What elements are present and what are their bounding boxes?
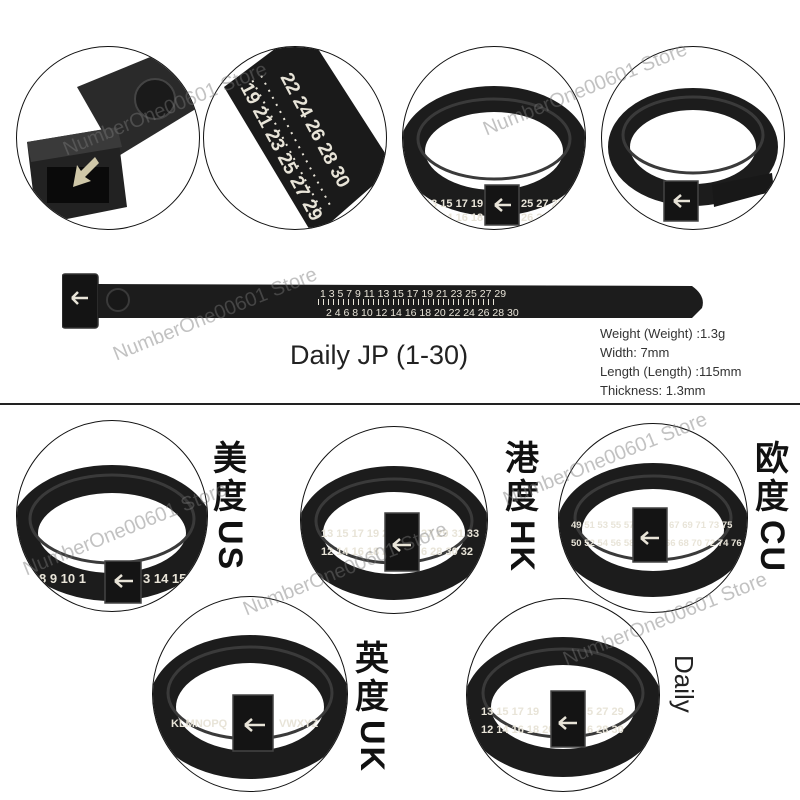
daily-ring-bottom-scale: 12 14 16 18 20: [481, 724, 554, 736]
photo-ring-jp: 13 15 17 19 12 14 16 18 20 25 27 29 26 2…: [402, 46, 586, 230]
photo-ring-hk: 13 15 17 19 2 12 14 16 18 20 27 29 31 33…: [300, 426, 488, 614]
photo-scale-closeup: 19 21 23 25 27 29 22 24 26 28 30: [203, 46, 387, 230]
ring-uk-image: KLMNOPQ VWXYZ: [153, 635, 347, 779]
cu-ring-bottom-scale: 50 52 54 56 58 60: [571, 538, 648, 549]
hk-ring-bottom-scale: 12 14 16 18 20: [321, 546, 394, 558]
scale-closeup-image: 19 21 23 25 27 29 22 24 26 28 30: [224, 47, 386, 229]
photo-ring-uk: KLMNOPQ VWXYZ: [152, 596, 348, 792]
strip-buckle: [61, 273, 99, 329]
hk-ring-top-scale: 13 15 17 19 2: [321, 528, 388, 540]
label-hk: 港度 HK: [500, 440, 544, 573]
label-cu: 欧度 CU: [750, 440, 794, 573]
label-us-cn: 美度: [213, 440, 247, 516]
label-us: 美度 US: [208, 440, 252, 571]
hk-ring-top-right-scale: 27 29 31 33: [421, 528, 479, 540]
jp-ring-top-scale: 13 15 17 19: [425, 198, 483, 210]
cu-ring-bottom-right-scale: 66 68 70 72 74 76: [665, 538, 742, 549]
us-ring-right-scale: 3 14 15 16: [143, 571, 204, 586]
ring-sizer-strip: 1 3 5 7 9 11 13 15 17 19 21 23 25 27 29 …: [61, 272, 706, 332]
ring-us-image: 8 9 10 1 3 14 15 16: [17, 465, 207, 604]
arrow-icon: [640, 531, 659, 545]
spec-list: Weight (Weight) :1.3g Width: 7mm Length …: [600, 324, 741, 400]
photo-ring-us: 8 9 10 1 3 14 15 16: [16, 420, 208, 612]
label-cu-cn: 欧度: [755, 440, 789, 516]
ring-cu-image: 49 51 53 55 57 59 50 52 54 56 58 60 67 6…: [559, 463, 747, 597]
strip-rivet: [106, 288, 130, 312]
label-us-en: US: [211, 520, 249, 572]
spec-weight: Weight (Weight) :1.3g: [600, 326, 726, 341]
us-ring-left-scale: 8 9 10 1: [39, 571, 86, 586]
arrow-icon: [673, 194, 690, 208]
arrow-icon: [392, 538, 411, 552]
spec-length: Length (Length) :115mm: [600, 364, 742, 379]
strip-odd-scale: 1 3 5 7 9 11 13 15 17 19 21 23 25 27 29: [320, 288, 506, 300]
label-hk-en: HK: [503, 520, 541, 574]
cu-ring-top-scale: 49 51 53 55 57 59: [571, 520, 648, 531]
arrow-icon: [494, 198, 511, 212]
arrow-icon: [71, 291, 88, 305]
uk-ring-left-scale: KLMNOPQ: [171, 718, 228, 730]
strip-even-scale: 2 4 6 8 10 12 14 16 18 20 22 24 26 28 30: [326, 307, 519, 319]
uk-ring-right-scale: VWXYZ: [279, 718, 318, 730]
spec-width: Width: 7mm: [600, 345, 670, 360]
ring-jp-image: 13 15 17 19 12 14 16 18 20 25 27 29 26 2…: [403, 86, 585, 226]
section-divider: [0, 403, 800, 405]
daily-ring-top-right-scale: 5 27 29: [587, 706, 624, 718]
label-uk-en: UK: [353, 720, 391, 774]
label-daily: Daily: [669, 655, 699, 713]
label-hk-cn: 港度: [505, 440, 539, 516]
slider-closeup-image: [27, 47, 199, 225]
label-cu-en: CU: [753, 520, 791, 574]
photo-slider-closeup: [16, 46, 200, 230]
arrow-icon: [114, 574, 133, 588]
ring-side-image: [608, 88, 778, 222]
label-uk: 英度 UK: [350, 640, 394, 773]
jp-ring-top-right-scale: 25 27 29: [521, 198, 564, 210]
photo-ring-side: [601, 46, 785, 230]
jp-ring-bottom-right-scale: 26 28 30: [521, 212, 564, 224]
arrow-icon: [244, 718, 265, 732]
photo-ring-cu: 49 51 53 55 57 59 50 52 54 56 58 60 67 6…: [558, 423, 748, 613]
hk-ring-bottom-right-scale: 6 28 30 32: [421, 546, 473, 558]
ring-daily-image: 13 15 17 19 12 14 16 18 20 5 27 29 6 28 …: [467, 637, 659, 777]
daily-ring-top-scale: 13 15 17 19: [481, 706, 539, 718]
label-uk-cn: 英度: [355, 640, 389, 716]
cu-ring-top-right-scale: 67 69 71 73 75: [669, 520, 733, 531]
spec-thickness: Thickness: 1.3mm: [600, 383, 706, 398]
strip-caption: Daily JP (1-30): [290, 340, 469, 370]
arrow-icon: [73, 157, 99, 187]
photo-ring-daily: 13 15 17 19 12 14 16 18 20 5 27 29 6 28 …: [466, 598, 660, 792]
daily-ring-bottom-right-scale: 6 28 30: [587, 724, 624, 736]
ring-hk-image: 13 15 17 19 2 12 14 16 18 20 27 29 31 33…: [301, 466, 487, 600]
arrow-icon: [558, 716, 577, 730]
